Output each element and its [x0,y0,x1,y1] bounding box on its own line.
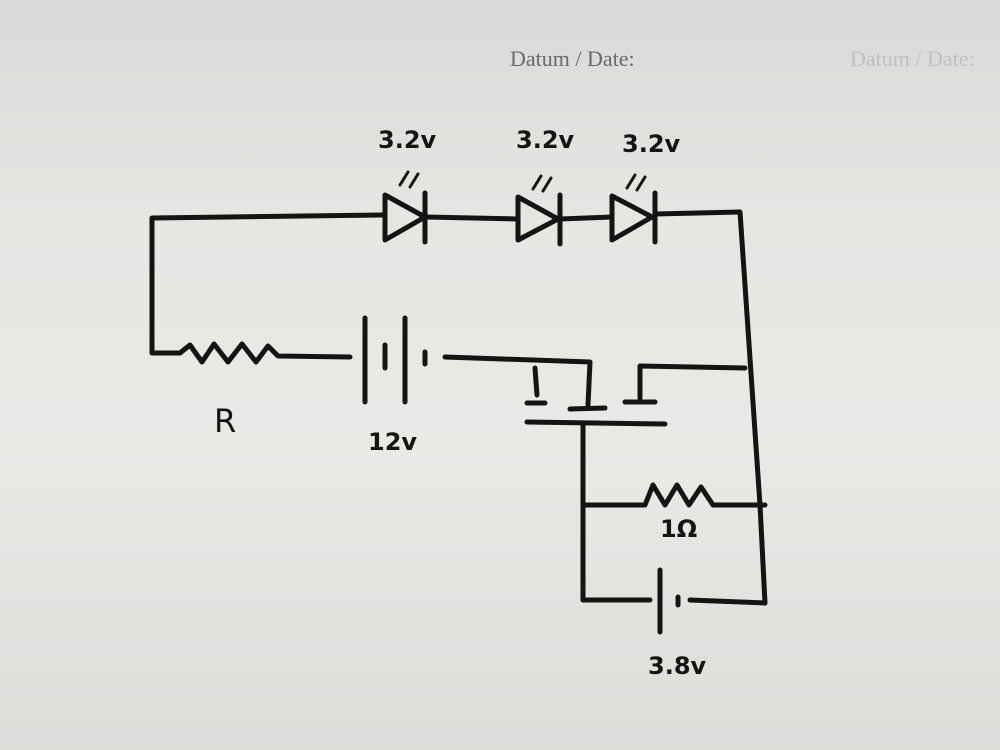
led-2-voltage: 3.2v [516,126,575,154]
resistor-r-label: R [214,402,237,440]
resistor-1ohm [580,482,768,508]
battery-12v [362,315,428,405]
date-label: Datum / Date: [510,46,635,71]
resistor-1ohm-label: 1Ω [660,515,698,543]
date-label-faded: Datum / Date: [850,46,975,71]
battery-3v8-label: 3.8v [648,652,707,680]
wire-bottom-right [687,597,768,606]
led-3-voltage: 3.2v [622,130,681,158]
led-1 [382,170,428,245]
resistor-r [149,341,353,365]
wire-led1-led2 [422,214,521,222]
wire-to-mosfet [442,354,593,408]
battery-3v8 [657,567,681,635]
wire-led2-led3 [557,214,615,222]
wire-top [149,212,388,356]
mosfet [524,363,748,427]
led-2 [515,174,563,247]
wire-right [652,209,768,606]
battery-12v-label: 12v [368,428,418,456]
led-1-voltage: 3.2v [378,126,437,154]
led-3 [609,173,658,245]
